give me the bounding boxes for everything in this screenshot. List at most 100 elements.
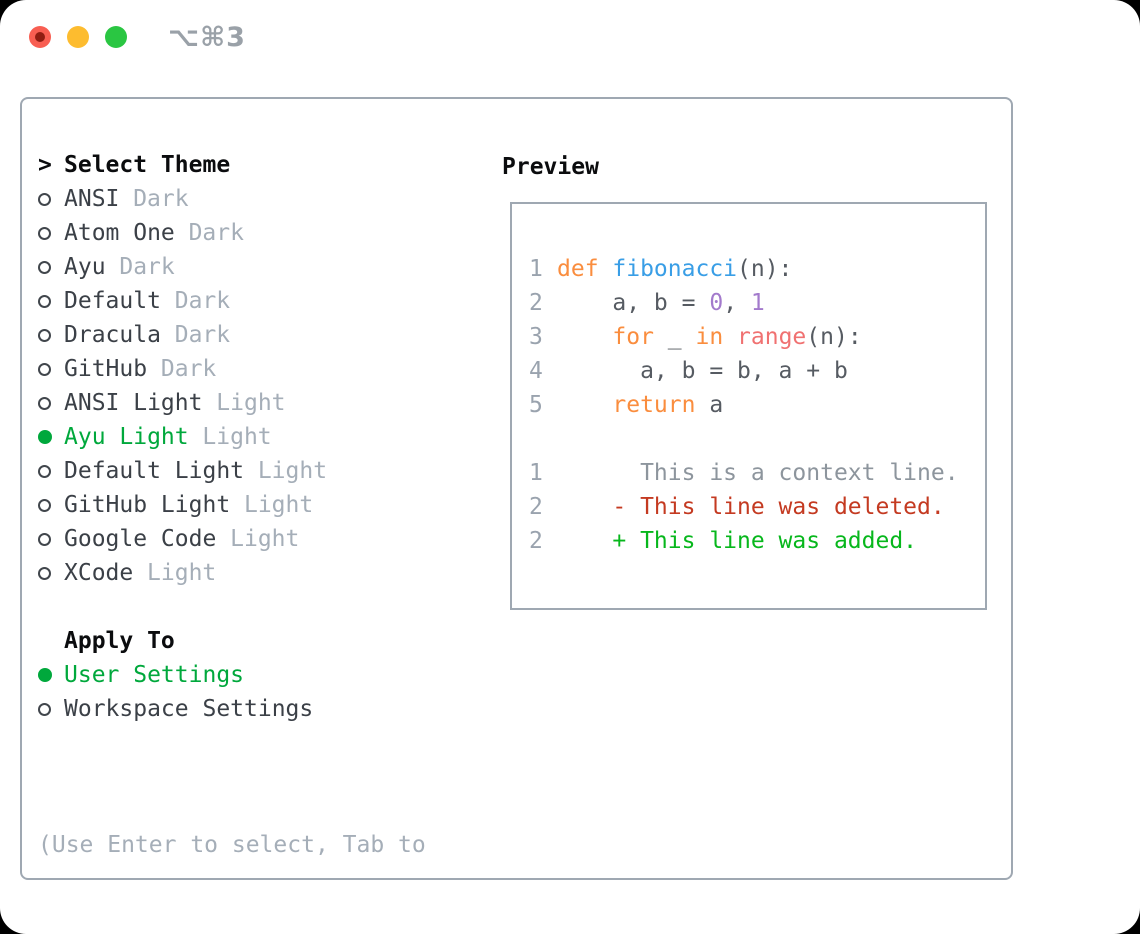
code-text: return a xyxy=(557,392,723,418)
code-segment: a xyxy=(695,392,724,418)
code-line: 3 for _ in range(n): xyxy=(529,320,959,354)
option-label: Atom One xyxy=(64,220,175,246)
code-segment: (n): xyxy=(737,256,793,282)
radio-circle xyxy=(38,532,51,546)
code-segment: + This line was added. xyxy=(557,528,918,554)
preview-title: Preview xyxy=(502,154,599,180)
radio-icon xyxy=(38,702,64,716)
radio-icon xyxy=(38,328,64,342)
line-number: 5 xyxy=(529,392,543,418)
maximize-button[interactable] xyxy=(105,26,127,48)
theme-option[interactable]: Ayu Dark xyxy=(38,250,488,284)
apply-to-title: Apply To xyxy=(64,628,175,654)
code-segment: 0 xyxy=(709,290,724,316)
apply-option[interactable]: Workspace Settings xyxy=(38,692,488,726)
option-variant-label: Dark xyxy=(188,220,244,246)
code-text: - This line was deleted. xyxy=(557,494,945,520)
radio-icon xyxy=(38,362,64,376)
option-label: Ayu Light xyxy=(64,424,189,450)
option-variant-label: Light xyxy=(202,424,272,450)
option-variant-label: Light xyxy=(243,492,314,518)
code-segment: - This line was deleted. xyxy=(557,494,945,520)
line-number: 4 xyxy=(529,358,543,384)
theme-option[interactable]: ANSI Light Light xyxy=(38,386,488,420)
line-number: 1 xyxy=(529,256,543,282)
select-theme-header: > Select Theme xyxy=(38,148,488,182)
radio-circle xyxy=(38,362,51,376)
code-line: 1 This is a context line. xyxy=(529,456,959,490)
option-variant-label: Dark xyxy=(119,254,175,280)
option-label: GitHub xyxy=(64,356,148,382)
option-label: Google Code xyxy=(64,526,217,552)
apply-option[interactable]: User Settings xyxy=(38,658,488,692)
radio-circle xyxy=(38,192,51,206)
code-text: a, b = 0, 1 xyxy=(557,290,765,316)
line-number: 2 xyxy=(529,528,543,554)
theme-option[interactable]: GitHub Light Light xyxy=(38,488,488,522)
option-label: ANSI Light xyxy=(64,390,203,416)
radio-circle xyxy=(38,328,51,342)
code-line: 1 def fibonacci(n): xyxy=(529,252,959,286)
option-label: ANSI xyxy=(64,186,120,212)
code-segment xyxy=(723,324,737,350)
line-number: 1 xyxy=(529,460,543,486)
option-label: User Settings xyxy=(64,662,245,688)
radio-circle xyxy=(38,226,51,240)
code-line: 4 a, b = b, a + b xyxy=(529,354,959,388)
minimize-button[interactable] xyxy=(67,26,89,48)
code-segment: 1 xyxy=(750,290,765,316)
window-titlebar: ⌥⌘3 xyxy=(0,0,1140,97)
code-segment: _ xyxy=(653,324,696,350)
code-text: def fibonacci(n): xyxy=(557,256,792,282)
hint-line-2: change focus) xyxy=(38,930,488,934)
theme-option[interactable]: Ayu Light Light xyxy=(38,420,488,454)
option-variant-label: Light xyxy=(216,390,286,416)
option-label: Dracula xyxy=(64,322,161,348)
code-line: 2 + This line was added. xyxy=(529,524,959,558)
option-variant-label: Light xyxy=(257,458,328,484)
code-segment: , xyxy=(723,290,751,316)
code-line xyxy=(529,422,959,456)
code-line: 2 - This line was deleted. xyxy=(529,490,959,524)
line-number: 2 xyxy=(529,494,543,520)
option-label: Ayu xyxy=(64,254,106,280)
radio-icon xyxy=(38,260,64,274)
code-segment: fibonacci xyxy=(612,256,738,282)
radio-circle xyxy=(38,668,52,682)
theme-option[interactable]: Atom One Dark xyxy=(38,216,488,250)
option-variant-label: Dark xyxy=(174,322,231,348)
option-label: GitHub Light xyxy=(64,492,231,518)
radio-icon xyxy=(38,192,64,206)
radio-circle xyxy=(38,396,51,410)
radio-icon xyxy=(38,498,64,512)
radio-selected-icon xyxy=(38,430,64,444)
radio-icon xyxy=(38,294,64,308)
apply-to-header: Apply To xyxy=(38,624,488,658)
code-segment: range xyxy=(737,324,807,350)
window-shortcut-label: ⌥⌘3 xyxy=(168,22,246,53)
radio-circle xyxy=(38,430,52,444)
code-text: This is a context line. xyxy=(557,460,959,486)
radio-icon xyxy=(38,226,64,240)
hint-line-1: (Use Enter to select, Tab to xyxy=(38,832,426,858)
code-line: 2 a, b = 0, 1 xyxy=(529,286,959,320)
close-button[interactable] xyxy=(29,26,51,48)
code-segment: for xyxy=(612,324,654,350)
option-label: XCode xyxy=(64,560,134,586)
code-segment: def xyxy=(557,256,613,282)
option-label: Workspace Settings xyxy=(64,696,314,722)
theme-option[interactable]: Dracula Dark xyxy=(38,318,488,352)
code-segment: a, b = xyxy=(557,290,710,316)
code-segment: This is a context line. xyxy=(557,460,959,486)
radio-circle xyxy=(38,566,51,580)
code-segment xyxy=(557,392,612,418)
